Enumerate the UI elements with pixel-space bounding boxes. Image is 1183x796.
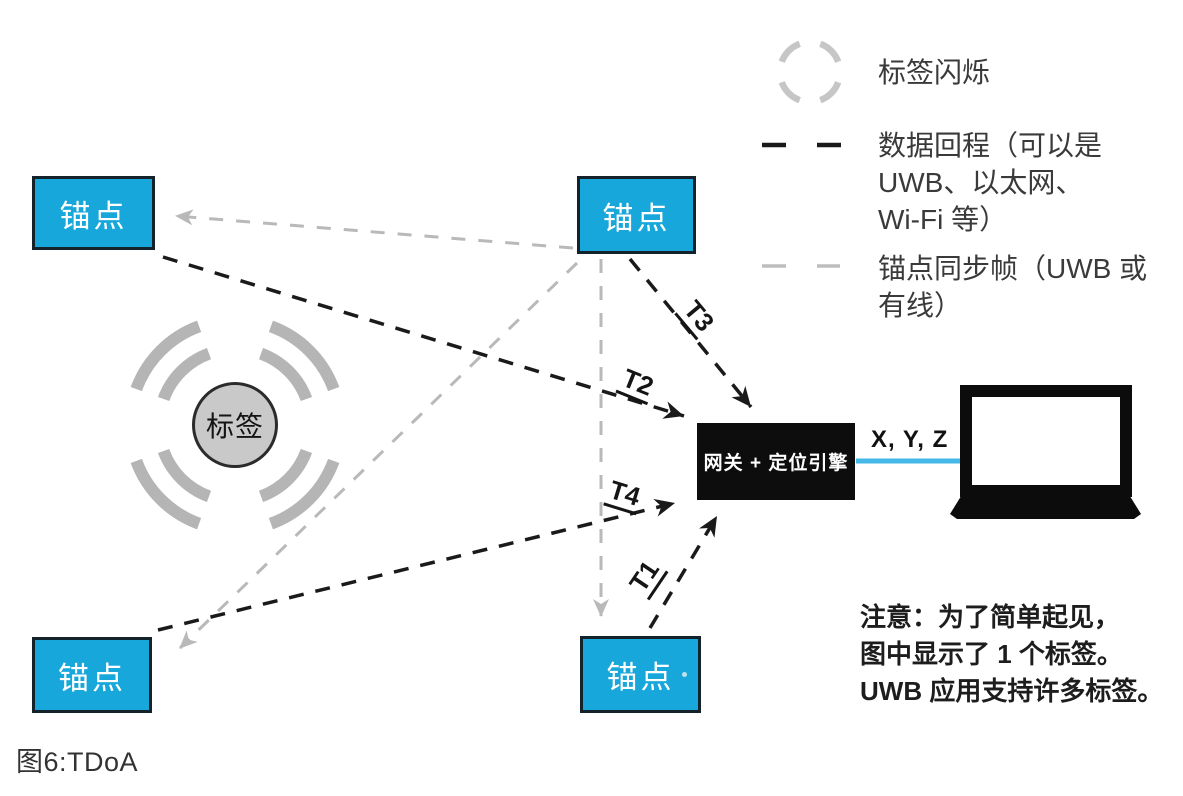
note-line: UWB 应用支持许多标签。 [860,676,1164,706]
figure-caption: 图6:TDoA [16,747,139,777]
tag-node: 标签 [192,382,278,468]
note-block: 注意：为了简单起见， 图中显示了 1 个标签。 UWB 应用支持许多标签。 [860,599,1180,710]
anchor-bottom-left: 锚点 [32,637,152,713]
small-dot [682,672,687,677]
legend-item-anchor-sync: 锚点同步帧（UWB 或 有线） [878,250,1183,324]
backhaul-line-t1 [648,515,719,629]
legend-line: 锚点同步帧（UWB 或 [878,253,1148,284]
anchor-label: 锚点 [58,660,126,696]
legend-line: Wi-Fi 等） [878,204,1008,235]
backhaul-line-t2 [162,255,685,419]
backhaul-line-t3 [628,257,753,409]
legend-item-data-backhaul: 数据回程（可以是 UWB、以太网、 Wi-Fi 等） [878,127,1183,238]
legend-line: 数据回程（可以是 [878,130,1103,161]
legend-line: UWB、以太网、 [878,167,1084,198]
legend-line: 标签闪烁 [878,57,991,88]
xyz-output-label: X, Y, Z [871,426,949,453]
gateway-box: 网关 + 定位引擎 [697,423,855,500]
note-line: 注意：为了简单起见， [860,602,1121,632]
gateway-label: 网关 + 定位引擎 [703,453,849,474]
legend-flash-arcs-icon [778,40,842,104]
tag-label: 标签 [205,411,264,442]
laptop-icon [950,385,1141,519]
anchor-label: 锚点 [59,198,128,234]
legend-item-tag-flash: 标签闪烁 [878,54,1183,91]
anchor-top-middle: 锚点 [577,176,696,254]
backhaul-line-t4 [157,499,676,632]
note-line: 图中显示了 1 个标签。 [860,639,1123,669]
anchor-bottom-middle: 锚点 [580,636,701,713]
anchor-label: 锚点 [602,200,671,236]
anchor-top-left: 锚点 [32,176,155,250]
sync-line-to-top-left-anchor [175,209,574,250]
tag-flash-arcs-icon [130,320,340,530]
sync-line-to-bottom-left-anchor [178,261,579,650]
anchor-label: 锚点 [606,660,675,695]
legend-line: 有线） [878,290,963,321]
